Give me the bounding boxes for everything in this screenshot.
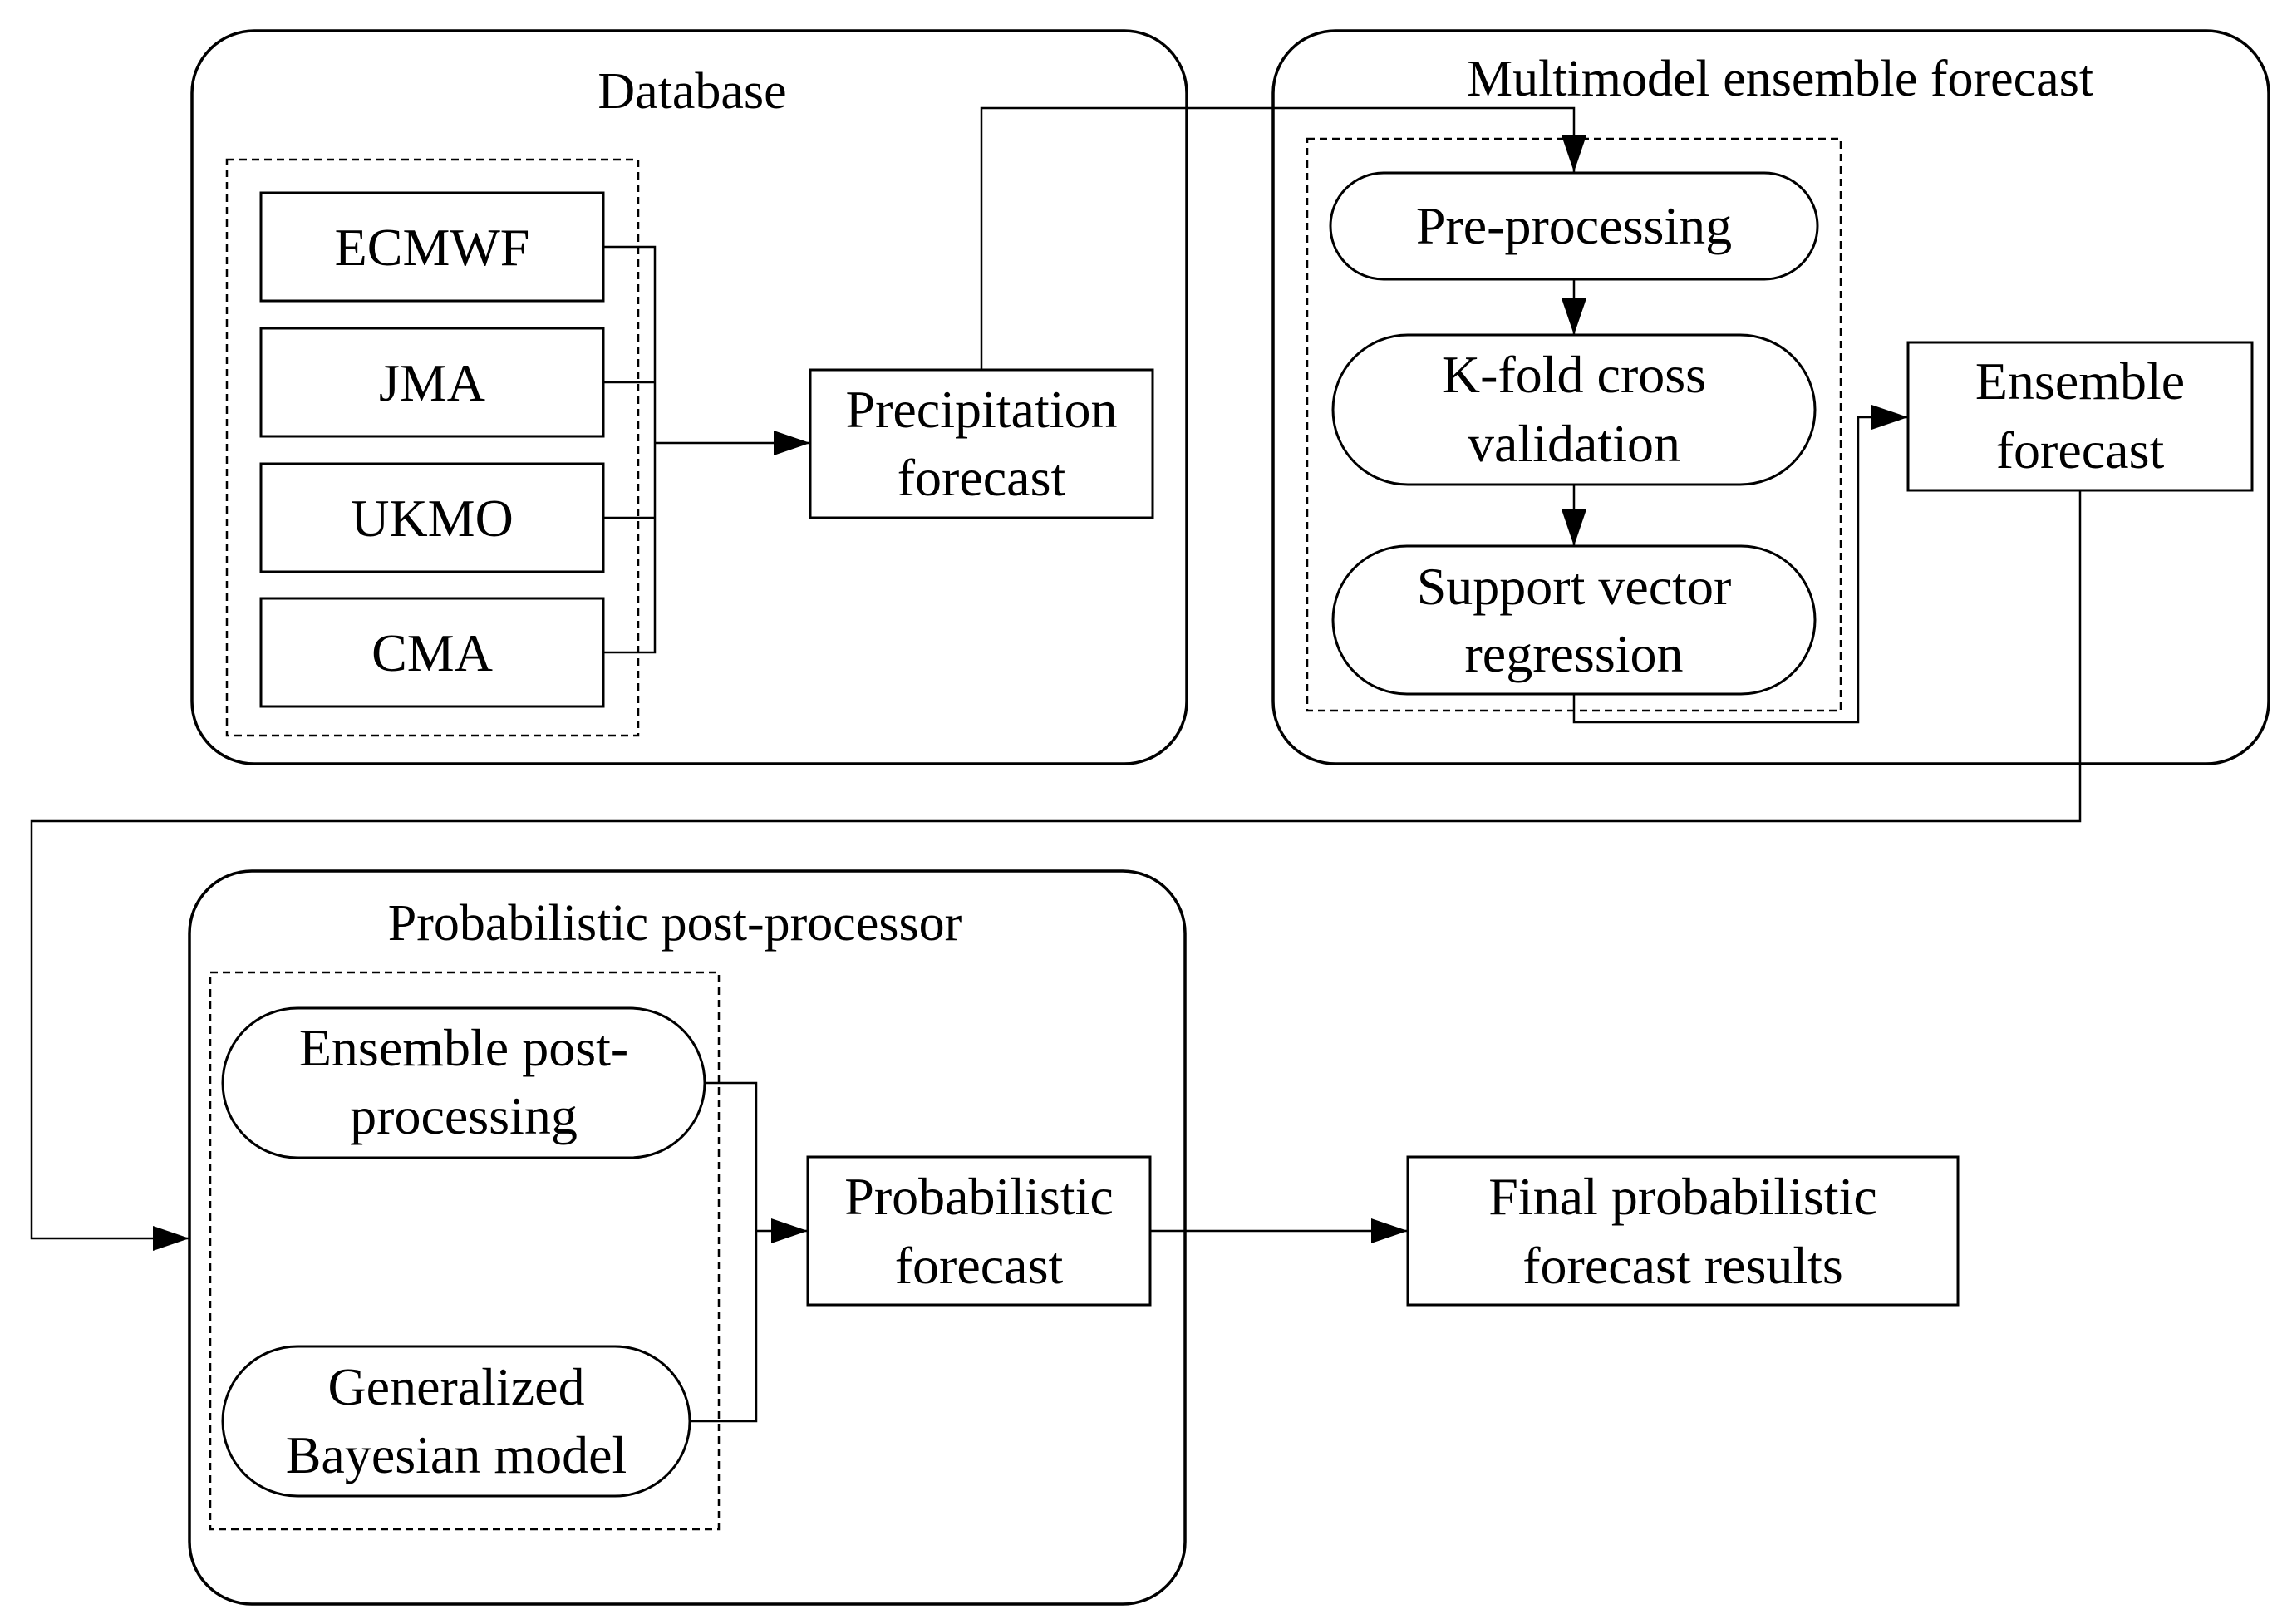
postprocessor-panel: Probabilistic post-processor Ensemble po… xyxy=(188,869,1187,1606)
postprocessing-methods-group xyxy=(209,971,721,1531)
probabilistic-forecast-line2: forecast xyxy=(895,1236,1064,1295)
model-box-ecmwf xyxy=(259,191,605,303)
ensemble-forecast-line1: Ensemble xyxy=(1975,352,2185,411)
multimodel-frame xyxy=(1271,29,2270,765)
model-box-cma xyxy=(259,597,605,708)
ensemble-postprocessing-line1: Ensemble post- xyxy=(299,1018,628,1077)
ensemble-postprocessing-line2: processing xyxy=(350,1086,578,1145)
model-box-ukmo xyxy=(259,462,605,573)
methods-merge-bracket xyxy=(690,1081,758,1423)
probabilistic-forecast-line1: Probabilistic xyxy=(844,1167,1114,1226)
models-merge-bracket xyxy=(603,245,657,654)
svr-line1: Support vector xyxy=(1417,557,1732,616)
database-title: Database xyxy=(598,63,786,120)
arrow-ensemble-to-postprocessor xyxy=(30,490,2082,1251)
probabilistic-forecast-box xyxy=(806,1155,1152,1307)
final-results-line1: Final probabilistic xyxy=(1488,1167,1877,1226)
model-label-ukmo: UKMO xyxy=(351,489,514,548)
multimodel-panel: Multimodel ensemble forecast Pre-process… xyxy=(1271,29,2270,765)
postprocessor-frame xyxy=(188,869,1187,1606)
arrow-precip-to-preprocessing xyxy=(980,106,1586,370)
database-frame xyxy=(190,29,1188,765)
model-label-jma: JMA xyxy=(379,353,485,412)
postprocessor-title: Probabilistic post-processor xyxy=(388,895,962,952)
ensemble-forecast-line2: forecast xyxy=(1996,421,2165,480)
precipitation-forecast-line1: Precipitation xyxy=(845,380,1117,439)
final-results-box xyxy=(1406,1155,1960,1307)
kfold-line1: K-fold cross xyxy=(1442,345,1706,404)
model-label-cma: CMA xyxy=(371,623,493,682)
model-label-ecmwf: ECMWF xyxy=(335,218,530,277)
generalized-bayesian-line1: Generalized xyxy=(327,1357,584,1416)
ensemble-forecast-box xyxy=(1906,341,2254,492)
database-panel: Database ECMWF JMA UKMO CMA Precipitatio… xyxy=(190,29,1188,765)
multimodel-title: Multimodel ensemble forecast xyxy=(1467,51,2093,107)
arrow-svr-to-ensemble xyxy=(1572,405,1908,724)
svr-line2: regression xyxy=(1464,624,1683,683)
preprocessing-label: Pre-processing xyxy=(1416,196,1732,255)
models-group xyxy=(225,158,640,737)
generalized-bayesian-line2: Bayesian model xyxy=(286,1425,627,1484)
kfold-line2: validation xyxy=(1468,414,1680,473)
final-results-line2: forecast results xyxy=(1522,1236,1843,1295)
precipitation-forecast-line2: forecast xyxy=(898,448,1066,507)
